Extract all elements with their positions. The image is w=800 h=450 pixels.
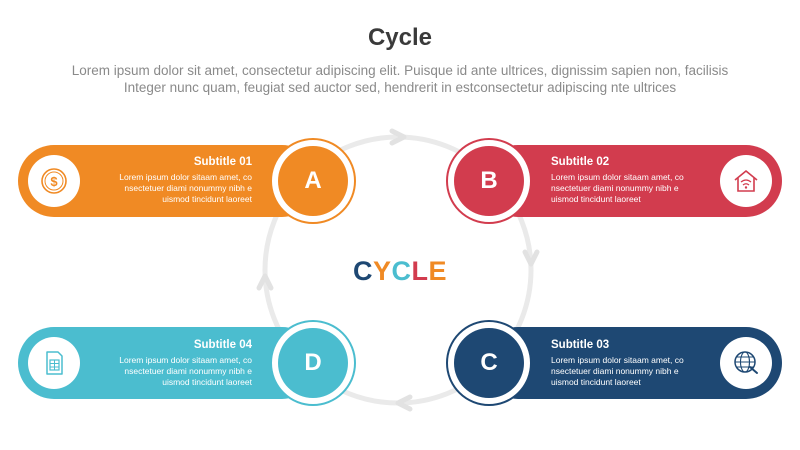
item-b-subtitle: Subtitle 02	[551, 156, 610, 168]
center-letter: L	[411, 256, 429, 286]
item-b-text: Subtitle 02 Lorem ipsum dolor sitaam ame…	[551, 156, 701, 205]
arrow-bottom	[395, 394, 413, 412]
center-letter: C	[352, 256, 373, 286]
item-d-letter-disc: D	[278, 328, 348, 398]
item-c-subtitle: Subtitle 03	[551, 339, 610, 351]
item-c-icon-circle	[720, 337, 772, 389]
item-a-body: Lorem ipsum dolor sitaam amet, co nsecte…	[119, 172, 252, 204]
smart-home-wifi-icon	[734, 170, 758, 192]
center-letter: C	[391, 256, 412, 286]
item-d-body: Lorem ipsum dolor sitaam amet, co nsecte…	[119, 355, 252, 387]
item-b-letter: B	[480, 167, 498, 194]
document-icon	[46, 351, 63, 375]
arrow-top	[389, 128, 407, 146]
page-title: Cycle	[367, 24, 433, 51]
item-d-circle: D	[270, 320, 356, 406]
item-c-circle: C	[446, 320, 532, 406]
item-c-letter: C	[480, 349, 498, 376]
item-a-icon-circle: $	[28, 155, 80, 207]
item-d-icon-circle	[28, 337, 80, 389]
item-a-circle: A	[270, 138, 356, 224]
dollar-coin-icon: $	[41, 168, 67, 194]
center-letter: E	[428, 256, 448, 286]
item-c-body: Lorem ipsum dolor sitaam amet, co nsecte…	[551, 355, 684, 387]
item-a-subtitle: Subtitle 01	[193, 156, 252, 168]
description-line-1: Lorem ipsum dolor sit amet, consectetur …	[71, 63, 729, 78]
page-description: Lorem ipsum dolor sit amet, consectetur …	[40, 62, 760, 96]
item-b-body: Lorem ipsum dolor sitaam amet, co nsecte…	[551, 172, 684, 204]
arrow-right	[522, 249, 540, 267]
item-d-text: Subtitle 04 Lorem ipsum dolor sitaam ame…	[102, 339, 252, 388]
item-a-text: Subtitle 01 Lorem ipsum dolor sitaam ame…	[102, 156, 252, 205]
item-a-letter-disc: A	[278, 146, 348, 216]
arrow-left	[256, 273, 274, 291]
center-letter: Y	[372, 256, 392, 286]
item-b-icon-circle	[720, 155, 772, 207]
svg-text:$: $	[50, 174, 58, 189]
item-d-subtitle: Subtitle 04	[193, 339, 252, 351]
item-a-letter: A	[304, 167, 322, 194]
item-c-letter-disc: C	[454, 328, 524, 398]
item-b-circle: B	[446, 138, 532, 224]
item-b-letter-disc: B	[454, 146, 524, 216]
item-d-letter: D	[304, 349, 322, 376]
center-cycle-word: CYCLE	[340, 256, 460, 287]
description-line-2: Integer nunc quam, feugiat sed auctor se…	[123, 80, 677, 95]
globe-icon	[734, 351, 758, 374]
item-c-text: Subtitle 03 Lorem ipsum dolor sitaam ame…	[551, 339, 701, 388]
